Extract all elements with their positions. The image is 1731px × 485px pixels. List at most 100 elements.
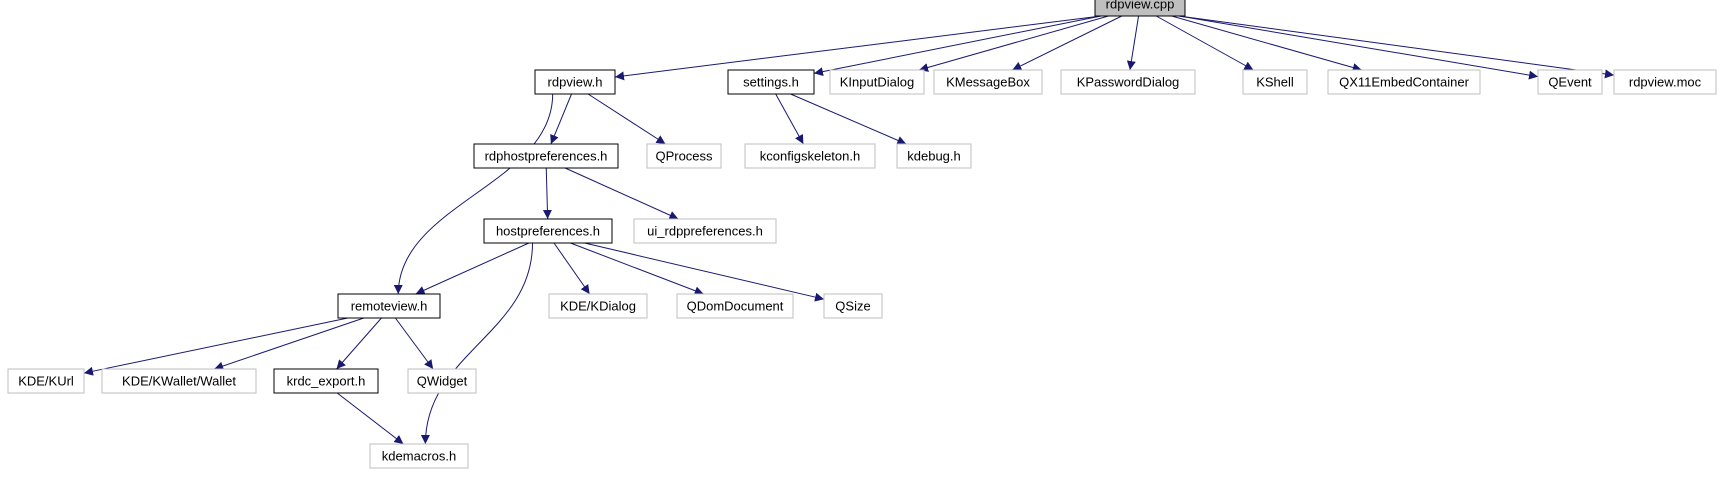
node-rdphostpreferences_h[interactable]: rdphostpreferences.h: [473, 143, 619, 169]
node-kde_kurl[interactable]: KDE/KUrl: [7, 368, 85, 394]
edge-hostpreferences_h-to-qsize: [584, 242, 825, 302]
node-box: [1327, 69, 1481, 95]
node-box: [337, 293, 441, 319]
node-kde_kwallet_wallet[interactable]: KDE/KWallet/Wallet: [101, 368, 257, 394]
node-kdemacros_h[interactable]: kdemacros.h: [369, 443, 469, 469]
node-box: [676, 293, 794, 319]
node-qevent[interactable]: QEvent: [1537, 69, 1603, 95]
node-label: kdemacros.h: [382, 449, 456, 464]
node-box: [633, 218, 777, 244]
edge-rdphostpreferences_h-to-hostpreferences_h: [542, 167, 552, 220]
node-box: [483, 218, 613, 244]
node-kde_kdialog[interactable]: KDE/KDialog: [548, 293, 648, 319]
node-kpassworddialog[interactable]: KPasswordDialog: [1060, 69, 1196, 95]
node-settings_h[interactable]: settings.h: [727, 69, 815, 95]
node-qwidget[interactable]: QWidget: [407, 368, 477, 394]
node-krdc_export_h[interactable]: krdc_export.h: [273, 368, 379, 394]
node-label: KShell: [1256, 75, 1294, 90]
node-box: [823, 293, 883, 319]
node-box: [896, 143, 972, 169]
node-rdpview_h[interactable]: rdpview.h: [534, 69, 616, 95]
node-box: [548, 293, 648, 319]
node-qsize[interactable]: QSize: [823, 293, 883, 319]
edges-layer: [83, 15, 1615, 445]
node-label: KDE/KDialog: [560, 299, 636, 314]
edge-krdc_export_h-to-kdemacros_h: [336, 392, 404, 445]
edge-rdpview_cpp-to-settings_h: [813, 15, 1102, 77]
edge-rdpview_h-to-rdphostpreferences_h: [550, 93, 572, 145]
node-box: [829, 69, 925, 95]
node-label: QEvent: [1548, 75, 1592, 90]
node-kinputdialog[interactable]: KInputDialog: [829, 69, 925, 95]
edge-rdpview_cpp-to-qx11embedcontainer: [1171, 15, 1362, 72]
edge-settings_h-to-kdebug_h: [790, 93, 907, 145]
node-label: ui_rdppreferences.h: [647, 224, 763, 239]
edge-hostpreferences_h-to-remoteview_h: [415, 242, 530, 295]
edge-remoteview_h-to-kde_kurl: [83, 317, 348, 376]
node-kmessagebox[interactable]: KMessageBox: [933, 69, 1043, 95]
edge-remoteview_h-to-krdc_export_h: [336, 317, 382, 370]
node-box: [101, 368, 257, 394]
node-qprocess[interactable]: QProcess: [646, 143, 722, 169]
edge-rdpview_cpp-to-kmessagebox: [1012, 15, 1122, 71]
node-qdomdocument[interactable]: QDomDocument: [676, 293, 794, 319]
node-label: KDE/KUrl: [18, 374, 74, 389]
node-box: [407, 368, 477, 394]
node-label: KInputDialog: [840, 75, 914, 90]
edge-rdphostpreferences_h-to-ui_rdppreferences_h: [564, 167, 679, 220]
node-label: KPasswordDialog: [1077, 75, 1180, 90]
node-label: settings.h: [743, 75, 799, 90]
node-label: kdebug.h: [907, 149, 961, 164]
edge-hostpreferences_h-to-kde_kdialog: [553, 242, 591, 295]
node-box: [933, 69, 1043, 95]
node-kshell[interactable]: KShell: [1242, 69, 1308, 95]
node-label: rdpview.h: [548, 75, 603, 90]
node-box: [1060, 69, 1196, 95]
node-box: [369, 443, 469, 469]
node-box: [7, 368, 85, 394]
node-box: [1537, 69, 1603, 95]
nodes-layer: rdpview.cpp rdpview.h settings.h KInputDial…: [7, 0, 1717, 469]
edge-rdpview_cpp-to-qevent: [1178, 15, 1539, 80]
node-box: [534, 69, 616, 95]
node-rdpview_moc[interactable]: rdpview.moc: [1613, 69, 1717, 95]
edge-rdpview_cpp-to-rdpview_moc: [1178, 15, 1615, 79]
node-label: QProcess: [655, 149, 713, 164]
node-label: QWidget: [417, 374, 468, 389]
node-label: remoteview.h: [351, 299, 428, 314]
node-label: QSize: [835, 299, 870, 314]
node-box: [473, 143, 619, 169]
node-label: krdc_export.h: [287, 374, 366, 389]
edge-rdpview_cpp-to-kpassworddialog: [1126, 15, 1140, 71]
node-box: [1242, 69, 1308, 95]
node-label: QDomDocument: [687, 299, 784, 314]
node-label: hostpreferences.h: [496, 224, 600, 239]
edge-rdpview_cpp-to-rdpview_h: [614, 15, 1102, 81]
edge-hostpreferences_h-to-qdomdocument: [570, 242, 704, 295]
node-box: [1094, 0, 1186, 17]
node-label: rdpview.moc: [1629, 75, 1702, 90]
node-label: rdpview.cpp: [1106, 0, 1175, 12]
node-label: rdphostpreferences.h: [485, 149, 608, 164]
edge-settings_h-to-kconfigskeleton_h: [775, 93, 804, 145]
node-hostpreferences_h[interactable]: hostpreferences.h: [483, 218, 613, 244]
node-qx11embedcontainer[interactable]: QX11EmbedContainer: [1327, 69, 1481, 95]
node-rdpview_cpp[interactable]: rdpview.cpp: [1094, 0, 1186, 17]
node-label: kconfigskeleton.h: [760, 149, 860, 164]
edge-remoteview_h-to-qwidget: [394, 317, 434, 370]
edge-hostpreferences_h-to-kdemacros_h: [420, 242, 534, 445]
node-box: [273, 368, 379, 394]
node-kdebug_h[interactable]: kdebug.h: [896, 143, 972, 169]
edge-rdpview_h-to-qprocess: [587, 93, 666, 145]
node-label: KMessageBox: [946, 75, 1030, 90]
node-box: [727, 69, 815, 95]
node-kconfigskeleton_h[interactable]: kconfigskeleton.h: [744, 143, 876, 169]
edge-rdpview_cpp-to-kinputdialog: [918, 15, 1109, 72]
node-label: KDE/KWallet/Wallet: [122, 374, 236, 389]
edge-rdpview_cpp-to-kshell: [1155, 15, 1254, 71]
node-remoteview_h[interactable]: remoteview.h: [337, 293, 441, 319]
node-box: [1613, 69, 1717, 95]
edge-rdpview_h-to-remoteview_h: [393, 93, 554, 295]
node-ui_rdppreferences_h[interactable]: ui_rdppreferences.h: [633, 218, 777, 244]
